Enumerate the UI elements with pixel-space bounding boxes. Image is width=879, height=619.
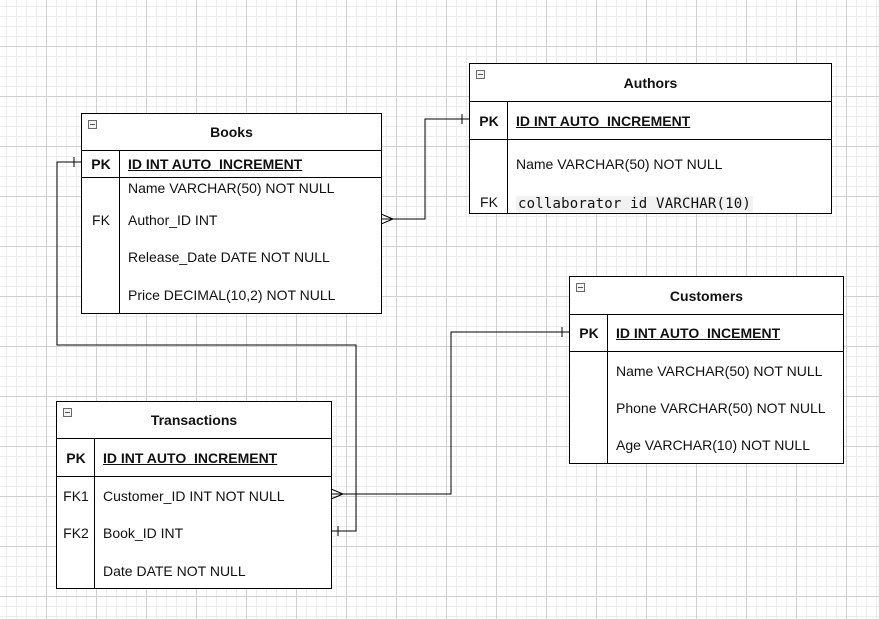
key-column-divider (570, 315, 608, 463)
entity-title-books: Books (82, 114, 381, 151)
key-column-divider (57, 439, 95, 588)
row-key (570, 427, 608, 463)
field-row[interactable]: Price DECIMAL(10,2) NOT NULL (128, 287, 336, 303)
pk-field[interactable]: ID INT AUTO_INCREMENT (128, 156, 303, 172)
connector-transactions-books[interactable] (56, 157, 357, 536)
field-row[interactable]: Phone VARCHAR(50) NOT NULL (616, 400, 826, 416)
row-key (470, 145, 508, 182)
row-key: FK2 (63, 524, 89, 541)
pk-row (570, 315, 843, 352)
field-row[interactable]: Name VARCHAR(50) NOT NULL (616, 363, 823, 379)
row-key: FK1 (63, 487, 89, 504)
entity-title-text: Books (210, 124, 253, 140)
entity-books[interactable]: Books PK ID INT AUTO_INCREMENT Name VARC… (81, 113, 382, 314)
many-end-marker (330, 488, 345, 500)
many-end-marker (380, 213, 395, 225)
connector-transactions-customers[interactable] (330, 327, 569, 500)
pk-label: PK (91, 156, 111, 172)
pk-label: PK (479, 113, 499, 129)
field-row[interactable]: Name VARCHAR(50) NOT NULL (516, 155, 723, 172)
field-row[interactable]: Author_ID INT (128, 212, 218, 228)
row-key (82, 177, 120, 199)
field-row[interactable]: Date DATE NOT NULL (103, 562, 246, 579)
field-row[interactable]: Book_ID INT (103, 524, 184, 541)
pk-field[interactable]: ID INT AUTO_INCEMENT (616, 325, 781, 341)
collapse-icon[interactable] (63, 408, 72, 417)
entity-transactions[interactable]: Transactions PK ID INT AUTO_INCREMENT FK… (56, 401, 332, 589)
field-row[interactable]: Customer_ID INT NOT NULL (103, 487, 285, 504)
field-row[interactable]: collaborator id VARCHAR(10) (516, 185, 753, 222)
row-key (82, 276, 120, 314)
entity-customers[interactable]: Customers PK ID INT AUTO_INCEMENT Name V… (569, 276, 844, 464)
pk-label: PK (66, 449, 86, 466)
pk-row (57, 439, 331, 477)
field-row[interactable]: Name VARCHAR(50) NOT NULL (128, 180, 335, 196)
row-key: FK (92, 212, 110, 228)
entity-title-authors: Authors (470, 64, 831, 102)
key-column-divider (470, 102, 508, 213)
pk-field[interactable]: ID INT AUTO_INCREMENT (103, 449, 278, 466)
pk-row (82, 151, 381, 178)
pk-label: PK (579, 325, 599, 341)
entity-title-text: Transactions (150, 412, 238, 428)
entity-title-transactions: Transactions (57, 402, 331, 439)
key-column-divider (82, 151, 120, 313)
field-row[interactable]: Age VARCHAR(10) NOT NULL (616, 437, 810, 453)
entity-title-text: Authors (623, 74, 678, 91)
connector-books-authors[interactable] (380, 114, 469, 225)
collapse-icon[interactable] (576, 283, 585, 292)
row-key (82, 239, 120, 275)
entity-title-text: Customers (669, 287, 744, 304)
entity-authors[interactable]: Authors PK ID INT AUTO_INCREMENT Name VA… (469, 63, 832, 214)
collapse-icon[interactable] (476, 70, 485, 79)
collapse-icon[interactable] (88, 120, 97, 129)
row-key: FK (480, 193, 498, 210)
entity-title-customers: Customers (570, 277, 843, 315)
field-row[interactable]: Release_Date DATE NOT NULL (128, 249, 330, 265)
row-key (57, 552, 95, 589)
row-key (570, 390, 608, 426)
pk-field[interactable]: ID INT AUTO_INCREMENT (516, 113, 691, 129)
pk-row (470, 102, 831, 140)
field-text: collaborator id VARCHAR(10) (516, 195, 753, 212)
row-key (570, 353, 608, 389)
